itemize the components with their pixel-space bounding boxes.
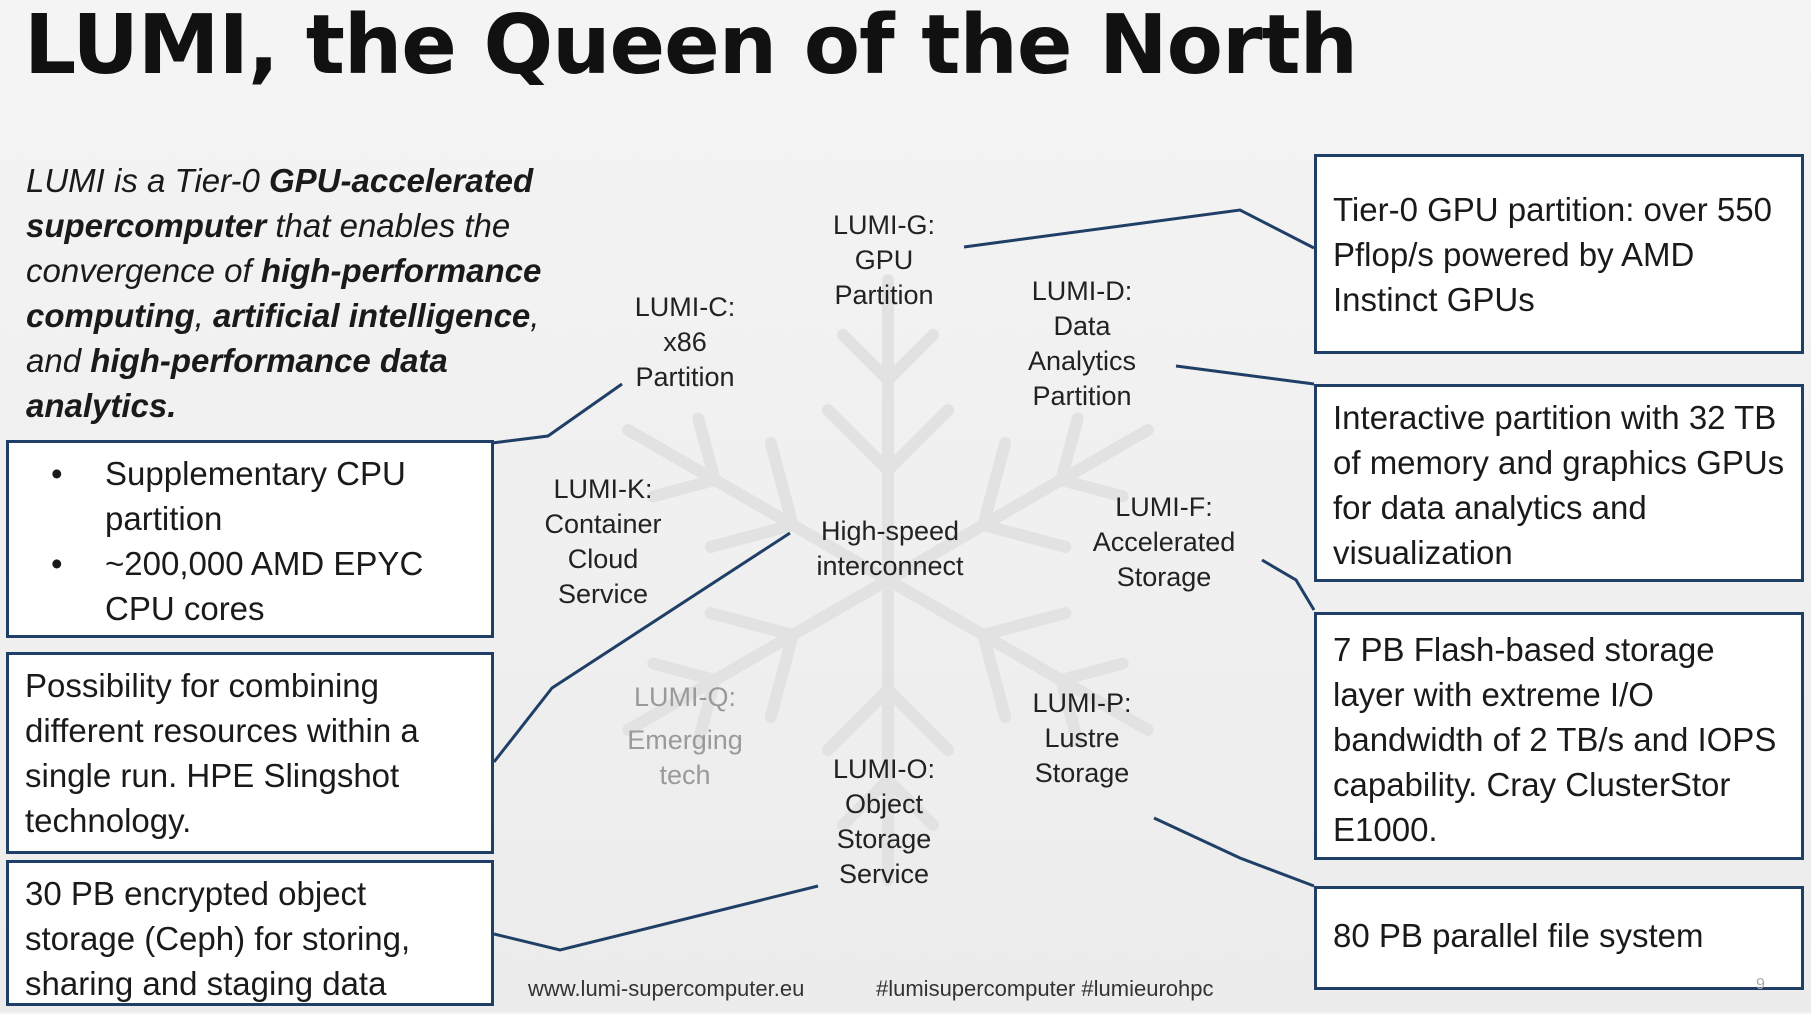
intro-text: LUMI is a Tier-0 GPU-accelerated superco…	[26, 158, 546, 428]
cpu-bullet: Supplementary CPU partition	[25, 451, 475, 541]
interactive-partition-box: Interactive partition with 32 TB of memo…	[1314, 384, 1804, 582]
node-line: LUMI-O:	[832, 754, 936, 784]
page-number: 9	[1756, 976, 1765, 993]
box-text: Tier-0 GPU partition: over 550 Pflop/s p…	[1333, 191, 1772, 318]
node-line: x86	[663, 327, 707, 357]
node-lumi-q: LUMI-Q: Emerging tech	[627, 680, 743, 793]
node-line: interconnect	[816, 551, 964, 581]
node-line: LUMI-D:	[1031, 276, 1133, 306]
connector-lumi-d	[1175, 364, 1315, 386]
intro-emphasis: GPU-accelerated supercomputer	[26, 162, 534, 244]
intro-emphasis: high-performance data analytics.	[26, 342, 448, 424]
gpu-partition-box: Tier-0 GPU partition: over 550 Pflop/s p…	[1314, 154, 1804, 354]
connector-hub	[492, 531, 791, 763]
node-line: Data	[1053, 311, 1111, 341]
node-line: LUMI-C:	[634, 292, 736, 322]
box-text: Interactive partition with 32 TB of memo…	[1333, 399, 1785, 571]
node-line: LUMI-G:	[832, 210, 936, 240]
intro-part: ,	[194, 297, 213, 334]
node-line: Service	[838, 859, 930, 889]
node-line: Partition	[635, 362, 735, 392]
node-line: Partition	[834, 280, 934, 310]
snowflake-watermark	[598, 274, 1178, 880]
cpu-bullet: ~200,000 AMD EPYC CPU cores	[25, 541, 475, 631]
node-line: LUMI-K:	[553, 474, 653, 504]
connector-lines	[491, 208, 1316, 952]
combine-resources-box: Possibility for combining different reso…	[6, 652, 494, 854]
connector-lumi-c	[491, 382, 623, 445]
box-text: 30 PB encrypted object storage (Ceph) fo…	[25, 875, 411, 1002]
intro-part: LUMI is a Tier-0	[26, 162, 269, 199]
node-line: LUMI-P:	[1032, 688, 1132, 718]
intro-part: that enables the convergence of	[26, 207, 511, 289]
footer-url: www.lumi-supercomputer.eu	[528, 976, 805, 1001]
node-line: Analytics	[1027, 346, 1137, 376]
box-text: 7 PB Flash-based storage layer with extr…	[1333, 631, 1777, 848]
node-line: Lustre	[1044, 723, 1120, 753]
intro-part: , and	[26, 297, 540, 379]
connector-lumi-g	[963, 208, 1315, 250]
box-text: 80 PB parallel file system	[1333, 917, 1704, 954]
node-line: Object	[844, 789, 924, 819]
node-line: Storage	[1034, 758, 1130, 788]
flash-storage-box: 7 PB Flash-based storage layer with extr…	[1314, 612, 1804, 860]
node-line: tech	[659, 760, 711, 790]
intro-emphasis: high-performance computing	[26, 252, 542, 334]
footer-hashtags: #lumisupercomputer #lumieurohpc	[876, 976, 1214, 1001]
node-lumi-g: LUMI-G: GPU Partition	[833, 208, 935, 313]
connector-lumi-p	[1153, 816, 1315, 888]
node-line: GPU	[854, 245, 914, 275]
slide-title: LUMI, the Queen of the North	[24, 0, 1358, 93]
node-line: LUMI-F:	[1115, 492, 1213, 522]
node-line: High-speed	[820, 516, 960, 546]
node-line: Accelerated	[1092, 527, 1236, 557]
node-line: Storage	[836, 824, 932, 854]
cpu-partition-box: Supplementary CPU partition ~200,000 AMD…	[6, 440, 494, 638]
intro-emphasis: artificial intelligence	[213, 297, 531, 334]
node-line: Container	[544, 509, 662, 539]
node-line: Emerging	[627, 725, 743, 755]
node-line: LUMI-Q:	[633, 682, 736, 712]
node-line: Storage	[1116, 562, 1212, 592]
object-storage-box: 30 PB encrypted object storage (Ceph) fo…	[6, 860, 494, 1006]
connector-lumi-f	[1261, 558, 1316, 611]
node-line: Cloud	[567, 544, 639, 574]
lustre-storage-box: 80 PB parallel file system	[1314, 886, 1804, 990]
box-text: Possibility for combining different reso…	[25, 667, 419, 839]
node-line: Partition	[1032, 381, 1132, 411]
connector-lumi-o	[493, 884, 819, 952]
node-line: Service	[557, 579, 649, 609]
node-interconnect-hub: High-speed interconnect	[816, 514, 963, 584]
